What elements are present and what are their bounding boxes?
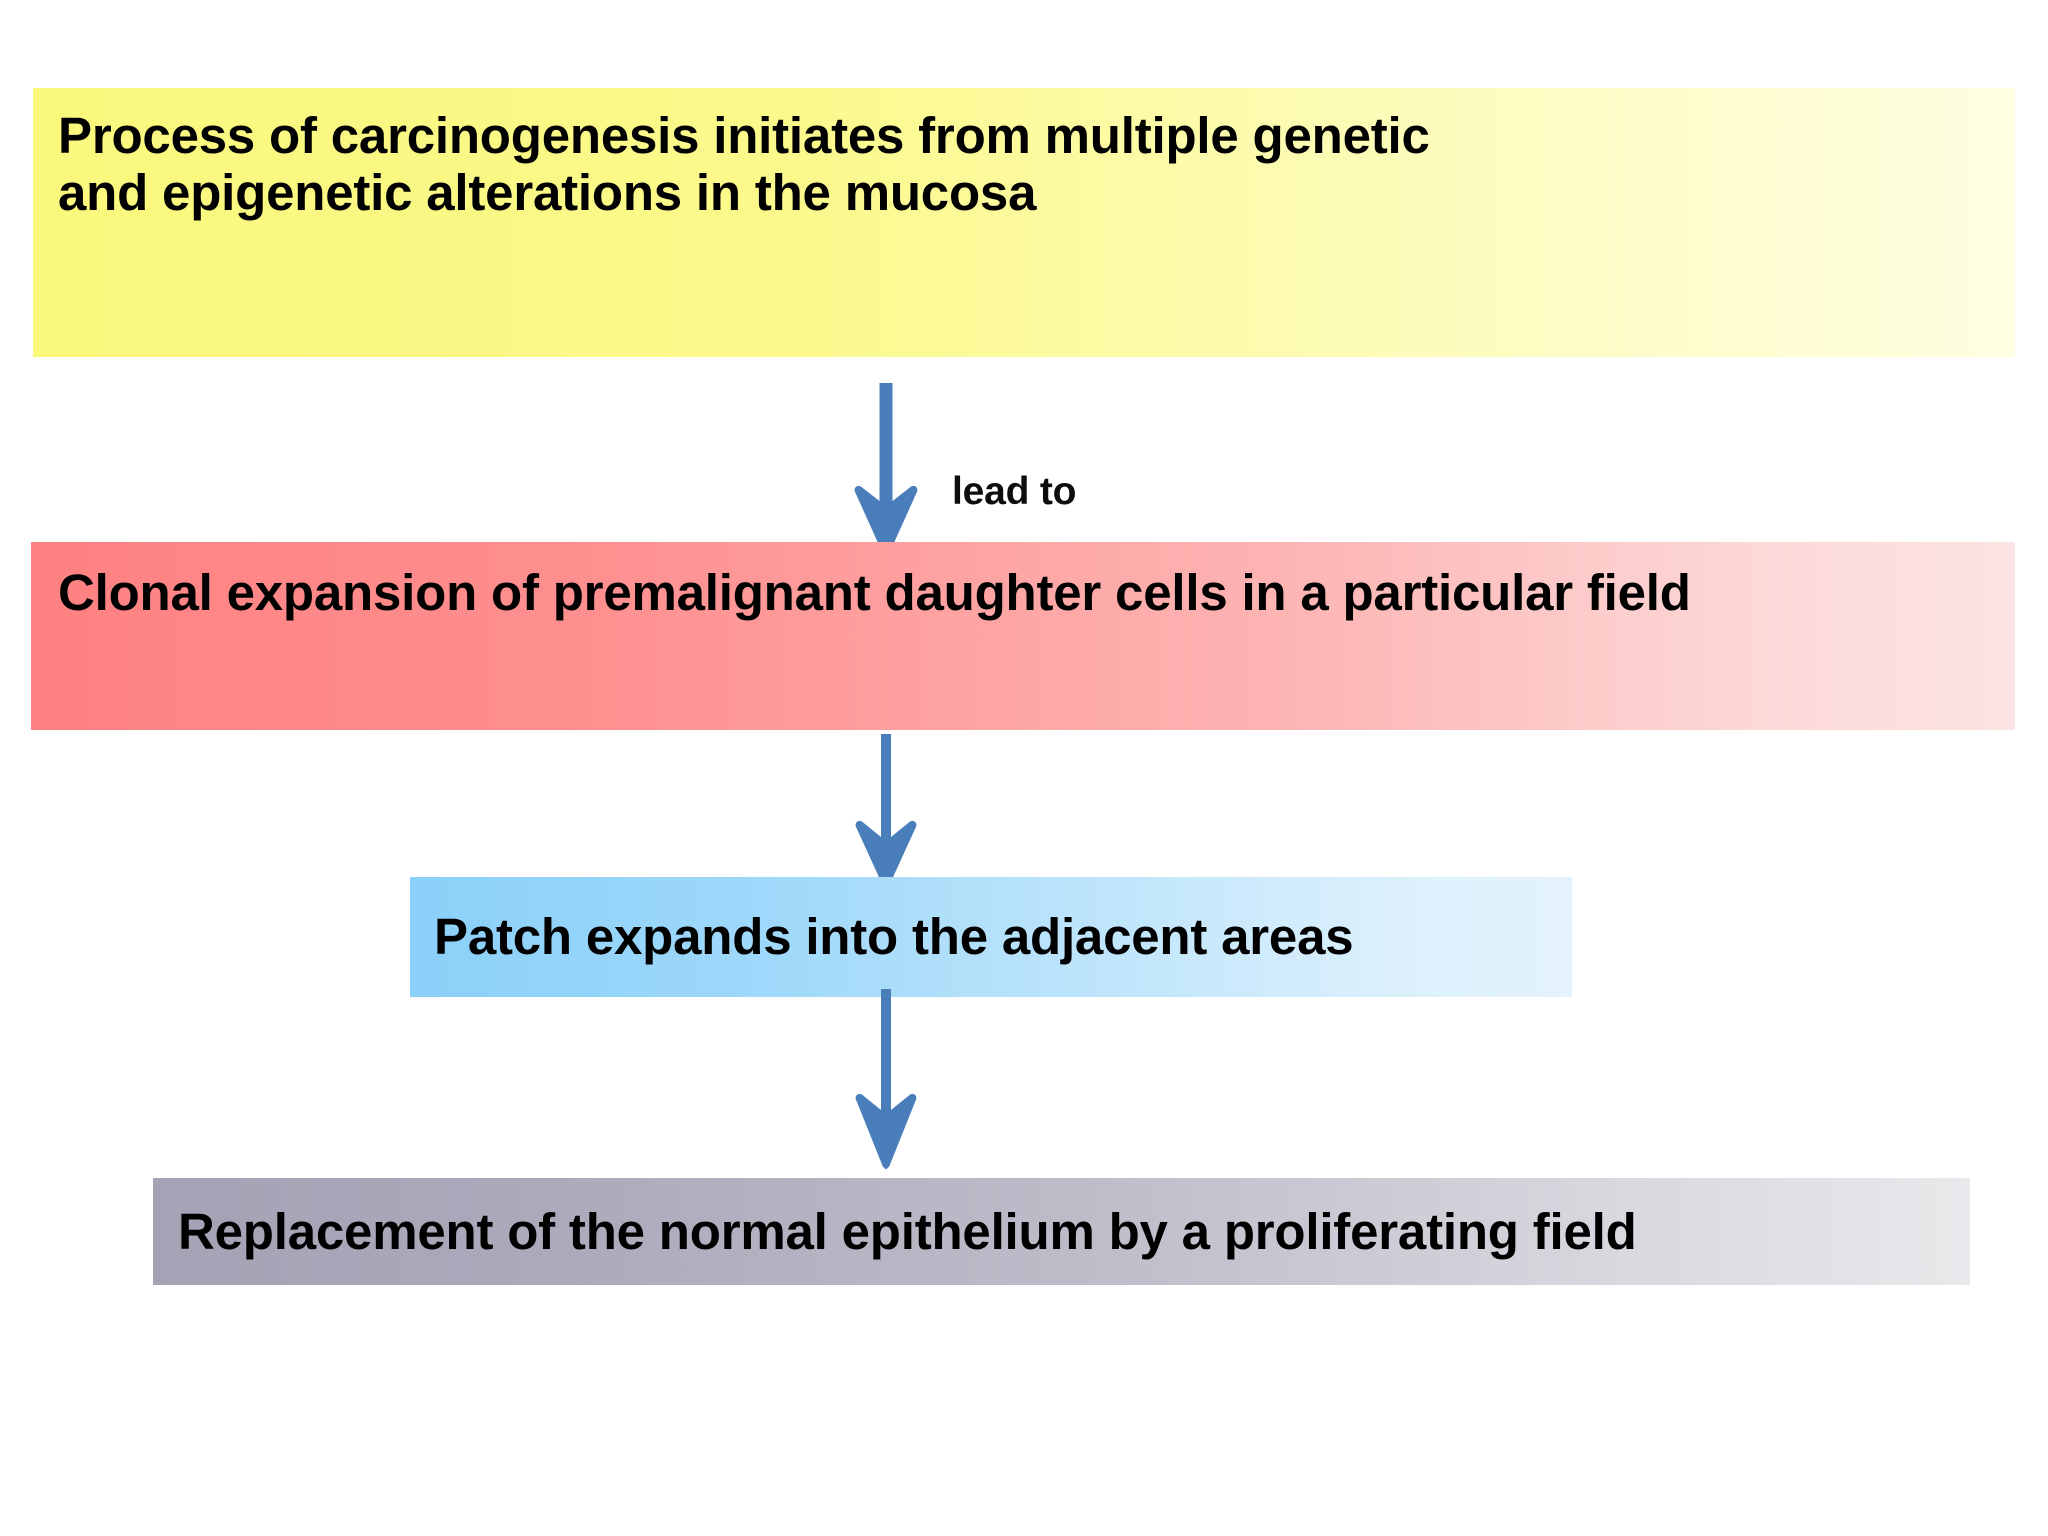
flow-step-genetic-alterations-label: Process of carcinogenesis initiates from… [58,107,1430,222]
flow-step-field-replacement-label: Replacement of the normal epithelium by … [178,1202,1637,1260]
flow-step-patch-expands-label: Patch expands into the adjacent areas [434,908,1354,966]
flow-step-genetic-alterations[interactable]: Process of carcinogenesis initiates from… [33,88,2015,357]
flow-step-patch-expands[interactable]: Patch expands into the adjacent areas [410,877,1572,997]
flow-step-clonal-expansion-label: Clonal expansion of premalignant daughte… [58,564,1691,621]
down-arrow-icon-2 [853,733,919,889]
flow-step-clonal-expansion[interactable]: Clonal expansion of premalignant daughte… [31,542,2015,730]
down-arrow-icon-1 [853,381,919,557]
connector-label-lead-to: lead to [952,470,1077,513]
flow-step-field-replacement[interactable]: Replacement of the normal epithelium by … [153,1178,1970,1285]
down-arrow-icon-3 [853,988,919,1170]
